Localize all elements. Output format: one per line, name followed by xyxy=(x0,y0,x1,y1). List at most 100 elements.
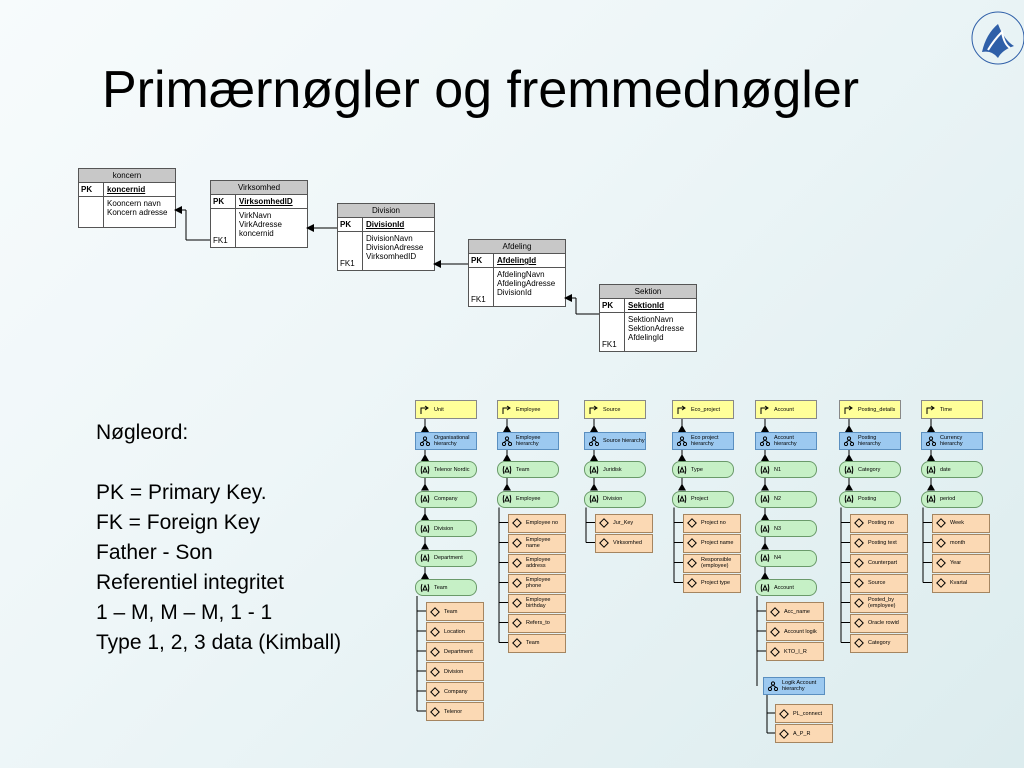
node-label: Responsible (employee) xyxy=(701,557,732,569)
level-icon xyxy=(420,494,430,504)
connector-arrow xyxy=(761,454,769,461)
node-label: Division xyxy=(434,525,454,532)
node-label: Department xyxy=(434,555,463,561)
node-label: Department xyxy=(444,648,473,655)
pk-field: AfdelingId xyxy=(497,256,537,265)
node-label: Counterpart xyxy=(868,560,898,566)
er-table-name: Virksomhed xyxy=(211,181,307,195)
level-icon xyxy=(760,465,770,474)
attribute-node: Account logik xyxy=(766,622,824,641)
pk-label: PK xyxy=(338,218,363,231)
er-field: DivisionAdresse xyxy=(366,243,424,252)
attribute-icon xyxy=(854,558,864,568)
attribute-icon xyxy=(512,598,522,608)
connector-arrow xyxy=(503,454,511,461)
node-label: Employee address xyxy=(526,557,551,569)
attribute-node: Counterpart xyxy=(850,553,908,573)
keyword-line: 1 – M, M – M, 1 - 1 xyxy=(96,601,273,624)
attribute-node: Acc_name xyxy=(766,602,824,621)
level-icon xyxy=(589,494,599,504)
level-node: Juridisk xyxy=(584,461,646,478)
pk-field: DivisionId xyxy=(366,220,405,229)
er-field: Koncern adresse xyxy=(107,208,168,217)
attribute-node: Oracle rowid xyxy=(850,613,908,633)
attribute-icon xyxy=(430,626,440,637)
node-label: Account xyxy=(774,406,794,413)
relationship-arrow xyxy=(306,224,314,232)
attribute-node: Project name xyxy=(683,533,741,553)
level-node: Category xyxy=(839,461,901,478)
level-node: Account xyxy=(755,579,817,596)
node-label: Division xyxy=(603,496,623,502)
attribute-icon xyxy=(430,706,440,717)
node-label: Employee xyxy=(516,496,541,502)
node-label: Eco project hierarchy xyxy=(691,435,719,447)
level-icon xyxy=(589,465,599,474)
hierarchy-node: Eco project hierarchy xyxy=(672,432,734,450)
connector-arrow xyxy=(761,572,769,579)
pk-label: PK xyxy=(211,195,236,208)
attribute-node: Project no xyxy=(683,513,741,533)
level-icon xyxy=(502,494,512,504)
relationship-arrow xyxy=(564,294,572,302)
attribute-node: Refers_to xyxy=(508,613,566,633)
node-label: period xyxy=(940,496,956,502)
hierarchy-node: Posting hierarchy xyxy=(839,432,901,450)
attribute-icon xyxy=(854,618,864,628)
hierarchy-node: Employee hierarchy xyxy=(497,432,559,450)
attribute-icon xyxy=(854,578,864,588)
node-label: Team xyxy=(516,466,530,473)
node-label: Account hierarchy xyxy=(774,435,797,447)
attribute-node: Division xyxy=(426,662,484,681)
dimension-icon xyxy=(844,405,853,414)
level-icon xyxy=(760,583,770,592)
node-label: Posting xyxy=(858,496,877,502)
attribute-node: Employee phone xyxy=(508,573,566,593)
level-icon xyxy=(926,494,936,504)
dimension-icon xyxy=(677,405,686,414)
attribute-icon xyxy=(854,598,864,608)
connector-arrow xyxy=(421,542,429,550)
fk-label: FK1 xyxy=(338,232,363,270)
hierarchy-icon xyxy=(502,436,512,446)
node-label: PL_connect xyxy=(793,710,823,717)
keyword-line: Father - Son xyxy=(96,541,213,564)
connector-arrow xyxy=(845,425,853,432)
attribute-icon xyxy=(599,518,609,528)
fk-label xyxy=(79,197,104,227)
level-node: Division xyxy=(415,520,477,537)
level-icon xyxy=(420,465,430,474)
node-label: A_P_R xyxy=(793,730,811,737)
connector-arrow xyxy=(590,483,598,491)
hierarchy-icon xyxy=(760,436,770,446)
node-label: Account logik xyxy=(784,628,817,635)
dimension-node: Account xyxy=(755,400,817,419)
level-node: N4 xyxy=(755,549,817,567)
node-label: Project name xyxy=(701,540,734,546)
node-label: Project type xyxy=(701,580,731,586)
level-node: Employee xyxy=(497,490,559,508)
node-label: Employee no xyxy=(526,520,559,526)
attribute-node: KTO_I_R xyxy=(766,642,824,661)
attribute-icon xyxy=(512,538,522,548)
node-label: Juridisk xyxy=(603,466,622,473)
attribute-node: Project type xyxy=(683,573,741,593)
level-node: Team xyxy=(415,579,477,596)
connector-arrow xyxy=(761,513,769,520)
fk-label: FK1 xyxy=(600,313,625,351)
level-icon xyxy=(844,494,854,504)
node-label: Posting text xyxy=(868,540,897,546)
node-label: Team xyxy=(444,608,458,615)
hierarchy-node: Currency hierarchy xyxy=(921,432,983,450)
connector-arrow xyxy=(927,454,935,461)
relationship-arrow xyxy=(433,260,441,268)
attribute-node: Posting no xyxy=(850,513,908,533)
node-label: N2 xyxy=(774,496,782,502)
attribute-node: Team xyxy=(426,602,484,621)
page-title: Primærnøgler og fremmednøgler xyxy=(102,61,860,119)
